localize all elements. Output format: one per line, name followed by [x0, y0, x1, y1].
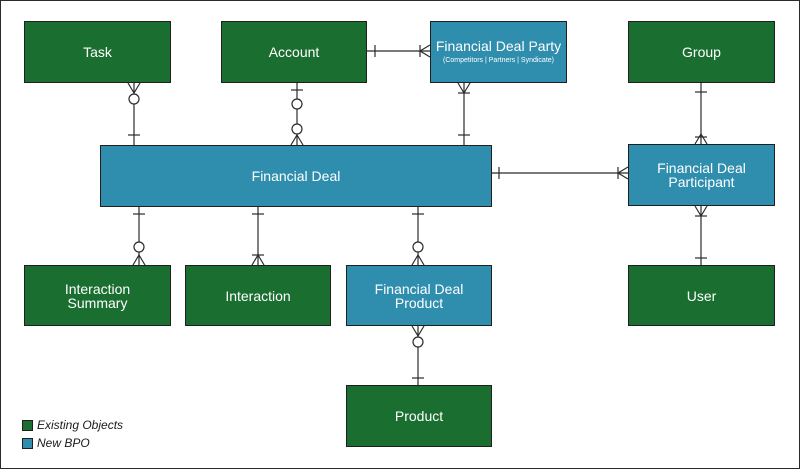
entity-financial-deal-product-label: Financial Deal Product: [374, 280, 464, 311]
entity-financial-deal-participant-label: Financial Deal Participant: [657, 160, 746, 190]
rel-group-participant: [694, 83, 708, 145]
entity-account[interactable]: Account: [221, 21, 367, 83]
rel-deal-summary: [132, 207, 146, 266]
entity-task-label: Task: [83, 44, 112, 60]
rel-participant-user: [694, 205, 708, 265]
entity-interaction-summary[interactable]: Interaction Summary: [24, 265, 171, 326]
rel-dealproduct-product: [411, 325, 425, 385]
entity-group-label: Group: [682, 44, 721, 60]
legend-existing-swatch: [22, 419, 33, 431]
rel-deal-interaction: [251, 207, 265, 266]
entity-interaction-summary-label: Interaction Summary: [64, 280, 131, 311]
rel-party-deal: [457, 82, 471, 145]
rel-deal-product: [411, 207, 425, 266]
legend-new-bpo: New BPO: [22, 436, 90, 450]
entity-account-label: Account: [268, 44, 320, 60]
legend-existing: Existing Objects: [22, 418, 123, 432]
entity-financial-deal-label: Financial Deal: [251, 168, 341, 184]
entity-user-label: User: [686, 287, 717, 304]
rel-account-deal: [290, 83, 304, 146]
entity-financial-deal-party-label: Financial Deal Party: [435, 38, 562, 54]
entity-financial-deal-party-subtitle: (Competitors | Partners | Syndicate): [442, 57, 554, 64]
entity-financial-deal[interactable]: Financial Deal: [100, 145, 492, 207]
legend-new-bpo-swatch: [22, 437, 33, 449]
entity-product[interactable]: Product: [346, 385, 492, 447]
entity-interaction[interactable]: Interaction: [185, 265, 331, 326]
legend-existing-label: Existing Objects: [37, 418, 124, 432]
entity-task[interactable]: Task: [24, 21, 171, 83]
rel-account-party: [367, 44, 431, 58]
rel-deal-participant: [492, 166, 629, 180]
entity-user[interactable]: User: [628, 265, 775, 326]
entity-financial-deal-participant[interactable]: Financial Deal Participant: [628, 144, 775, 206]
entity-financial-deal-product[interactable]: Financial Deal Product: [346, 265, 492, 326]
entity-group[interactable]: Group: [628, 21, 775, 83]
rel-task-deal: [127, 82, 141, 145]
entity-product-label: Product: [394, 408, 444, 424]
entity-financial-deal-party[interactable]: Financial Deal Party (Competitors | Part…: [430, 21, 567, 83]
legend-new-bpo-label: New BPO: [37, 436, 90, 450]
entity-interaction-label: Interaction: [225, 287, 291, 304]
